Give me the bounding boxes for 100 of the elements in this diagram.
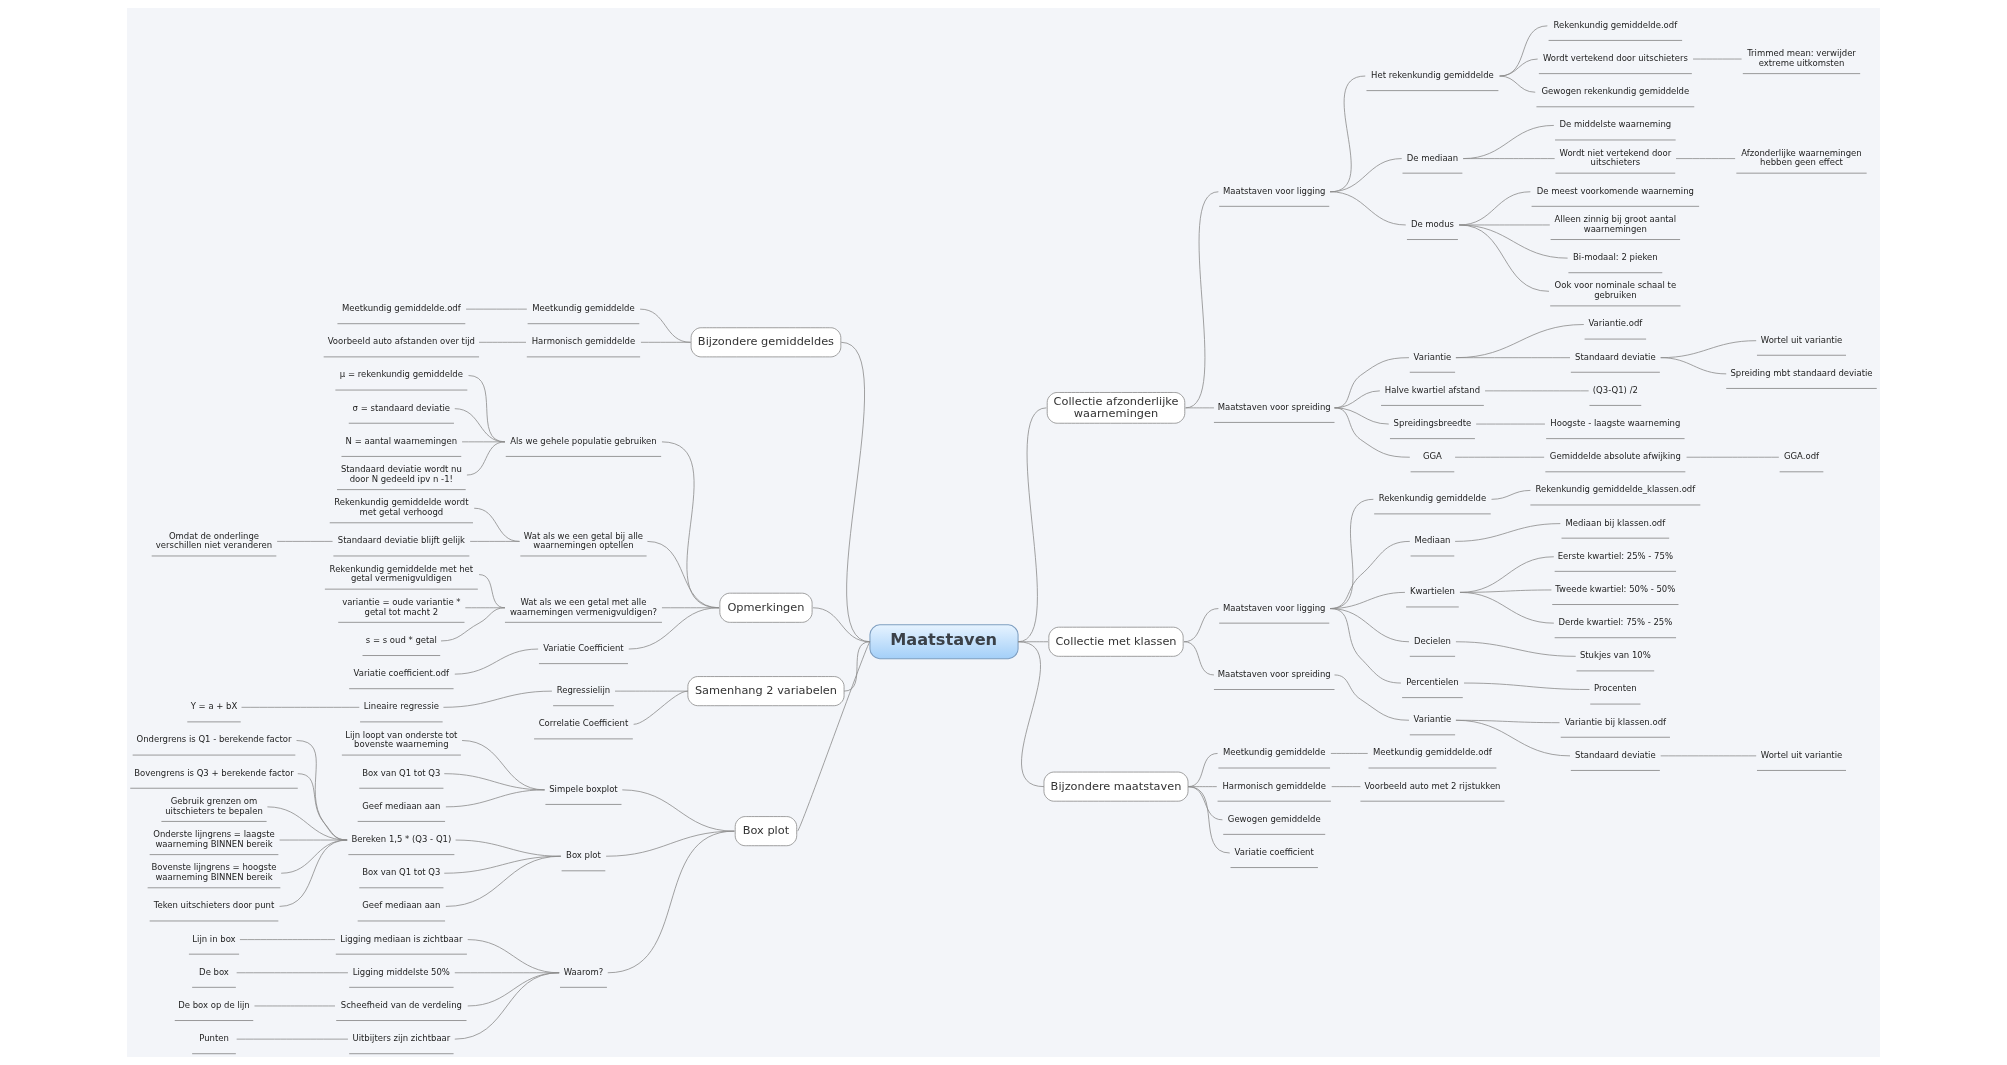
connector	[628, 607, 720, 650]
connector	[607, 830, 735, 974]
node-text: (Q3-Q1) /2	[1592, 384, 1638, 395]
connector	[445, 855, 562, 907]
node-text: s = s oud * getal	[365, 634, 437, 645]
node-text: Variantie	[1413, 714, 1452, 725]
node-text: μ = rekenkundig gemiddelde	[339, 369, 463, 380]
node-text: Mediaan bij klassen.odf	[1565, 517, 1666, 528]
connector	[280, 839, 348, 874]
connector	[1462, 158, 1556, 159]
node-text: Rekenkundig gemiddelde.odf	[1553, 19, 1678, 30]
node-text: Geef mediaan aan	[362, 900, 441, 911]
node-text: Standaard deviatie	[1575, 749, 1656, 760]
node-text: Halve kwartiel afstand	[1384, 384, 1481, 395]
node-box: Samenhang 2 variabelen	[687, 676, 845, 707]
node-text: variantie = oude variantie * getal tot macht 2	[342, 596, 461, 617]
node-text: σ = standaard deviatie	[352, 402, 451, 413]
node-text: Stukjes van 10%	[1579, 650, 1651, 661]
node-text: Punten	[199, 1033, 229, 1044]
node-text: Hoogste - laagste waarneming	[1550, 417, 1681, 428]
connector	[1455, 641, 1577, 657]
connector	[1455, 357, 1571, 359]
connector	[1454, 456, 1545, 458]
node-text: Bovenste lijngrens = hoogste waarneming BINNEN bereik	[151, 862, 277, 883]
node-text: Gebruik grenzen om uitschieters te bepalen	[165, 795, 263, 816]
node-text: Afzonderlijke waarnemingen hebben geen effect	[1741, 147, 1862, 168]
node-box: Collectie afzonderlijke waarnemingen	[1046, 392, 1186, 424]
node-text: Meetkundig gemiddelde.odf	[1373, 747, 1492, 758]
node-text: GGA.odf	[1783, 451, 1820, 462]
connector	[1185, 407, 1215, 409]
node-box: Opmerkingen	[719, 592, 813, 623]
connector	[1686, 456, 1780, 458]
node-text: Variatie coefficient.odf	[353, 668, 450, 679]
node-text: Meetkundig gemiddelde	[532, 303, 635, 314]
connector	[633, 690, 689, 725]
node-text: Spreiding mbt standaard deviatie	[1730, 367, 1873, 378]
node-text: Variantie.odf	[1588, 318, 1643, 329]
node-text: Lineaire regressie	[363, 701, 440, 712]
node-text: Variantie bij klassen.odf	[1564, 716, 1667, 727]
node-text: Wat als we een getal met alle waarnemingen vermenigvuldigen?	[509, 596, 658, 617]
connector	[1660, 357, 1727, 375]
node-text: Lijn in box	[192, 933, 236, 944]
node-text: Rekenkundig gemiddelde	[1378, 493, 1487, 504]
node-box: Box plot	[734, 816, 798, 847]
node-text: Y = a + bX	[190, 701, 238, 712]
connector	[455, 839, 562, 857]
connector	[1499, 25, 1548, 77]
node-text: Voorbeeld auto met 2 rijstukken	[1364, 780, 1501, 791]
node-text: Standaard deviatie wordt nu door N gedeeld ipv n -1!	[340, 464, 462, 484]
node-text: Regressielijn	[556, 685, 611, 696]
connector	[454, 972, 560, 1040]
node-text: Wortel uit variantie	[1760, 749, 1843, 760]
node-text: Trimmed mean: verwijder extreme uitkomsten	[1747, 48, 1856, 68]
connector	[239, 939, 336, 940]
node-box: Maatstaven	[869, 624, 1019, 660]
node-text: Percentielen	[1406, 676, 1459, 687]
node-text: N = aantal waarnemingen	[345, 435, 458, 446]
node-text: Derde kwartiel: 75% - 25%	[1558, 617, 1673, 628]
connector	[1475, 423, 1546, 425]
node-text: Wortel uit variantie	[1760, 334, 1843, 345]
node-text: Box plot	[566, 850, 601, 861]
connector	[440, 607, 506, 642]
node-text: Gewogen gemiddelde	[1227, 813, 1321, 824]
node-text: Bi-modaal: 2 pieken	[1573, 252, 1658, 263]
node-text: Rekenkundig gemiddelde wordt met getal verhoogd	[334, 497, 469, 518]
connector	[241, 706, 360, 708]
connector	[1329, 191, 1407, 226]
node-text: Omdat de onderlinge verschillen niet veranderen	[155, 530, 273, 551]
node-text: Lijn loopt van onderste tot bovenste waarneming	[345, 729, 458, 750]
node-text: Box van Q1 tot Q3	[362, 767, 441, 778]
node-text: De middelste waarneming	[1559, 119, 1672, 130]
connector	[1491, 490, 1531, 500]
connector	[1462, 125, 1555, 159]
connector	[1017, 641, 1045, 788]
node-text: Ook voor nominale schaal te gebruiken	[1554, 280, 1677, 301]
node-text: Spreidingsbreedte	[1393, 417, 1472, 428]
node-text: Uitbijters zijn zichtbaar	[352, 1033, 451, 1044]
connector	[1499, 58, 1539, 77]
node-text: Wordt niet vertekend door uitschieters	[1559, 147, 1672, 168]
connector	[1459, 592, 1555, 624]
connector	[466, 441, 506, 476]
connector	[1185, 191, 1219, 409]
node-text: Waarom?	[563, 966, 604, 977]
node-text: Gewogen rekenkundig gemiddelde	[1541, 86, 1690, 97]
connector	[1331, 786, 1361, 788]
node-text: De box	[199, 966, 229, 977]
node-text: GGA	[1422, 451, 1442, 462]
node-text: Variatie coefficient	[1234, 846, 1314, 857]
node-text: Harmonisch gemiddelde	[1222, 780, 1326, 791]
connector	[1187, 786, 1231, 854]
connector	[236, 1038, 349, 1040]
connector	[1458, 224, 1550, 292]
node-text: Maatstaven voor ligging	[1222, 602, 1326, 613]
connector	[1463, 682, 1590, 690]
connector	[276, 541, 333, 542]
node-box: Bijzondere gemiddeldes	[690, 327, 842, 358]
connector	[478, 341, 527, 343]
node-text: Mediaan	[1414, 535, 1451, 546]
node-text: Kwartielen	[1409, 586, 1455, 597]
connector	[1675, 158, 1736, 159]
